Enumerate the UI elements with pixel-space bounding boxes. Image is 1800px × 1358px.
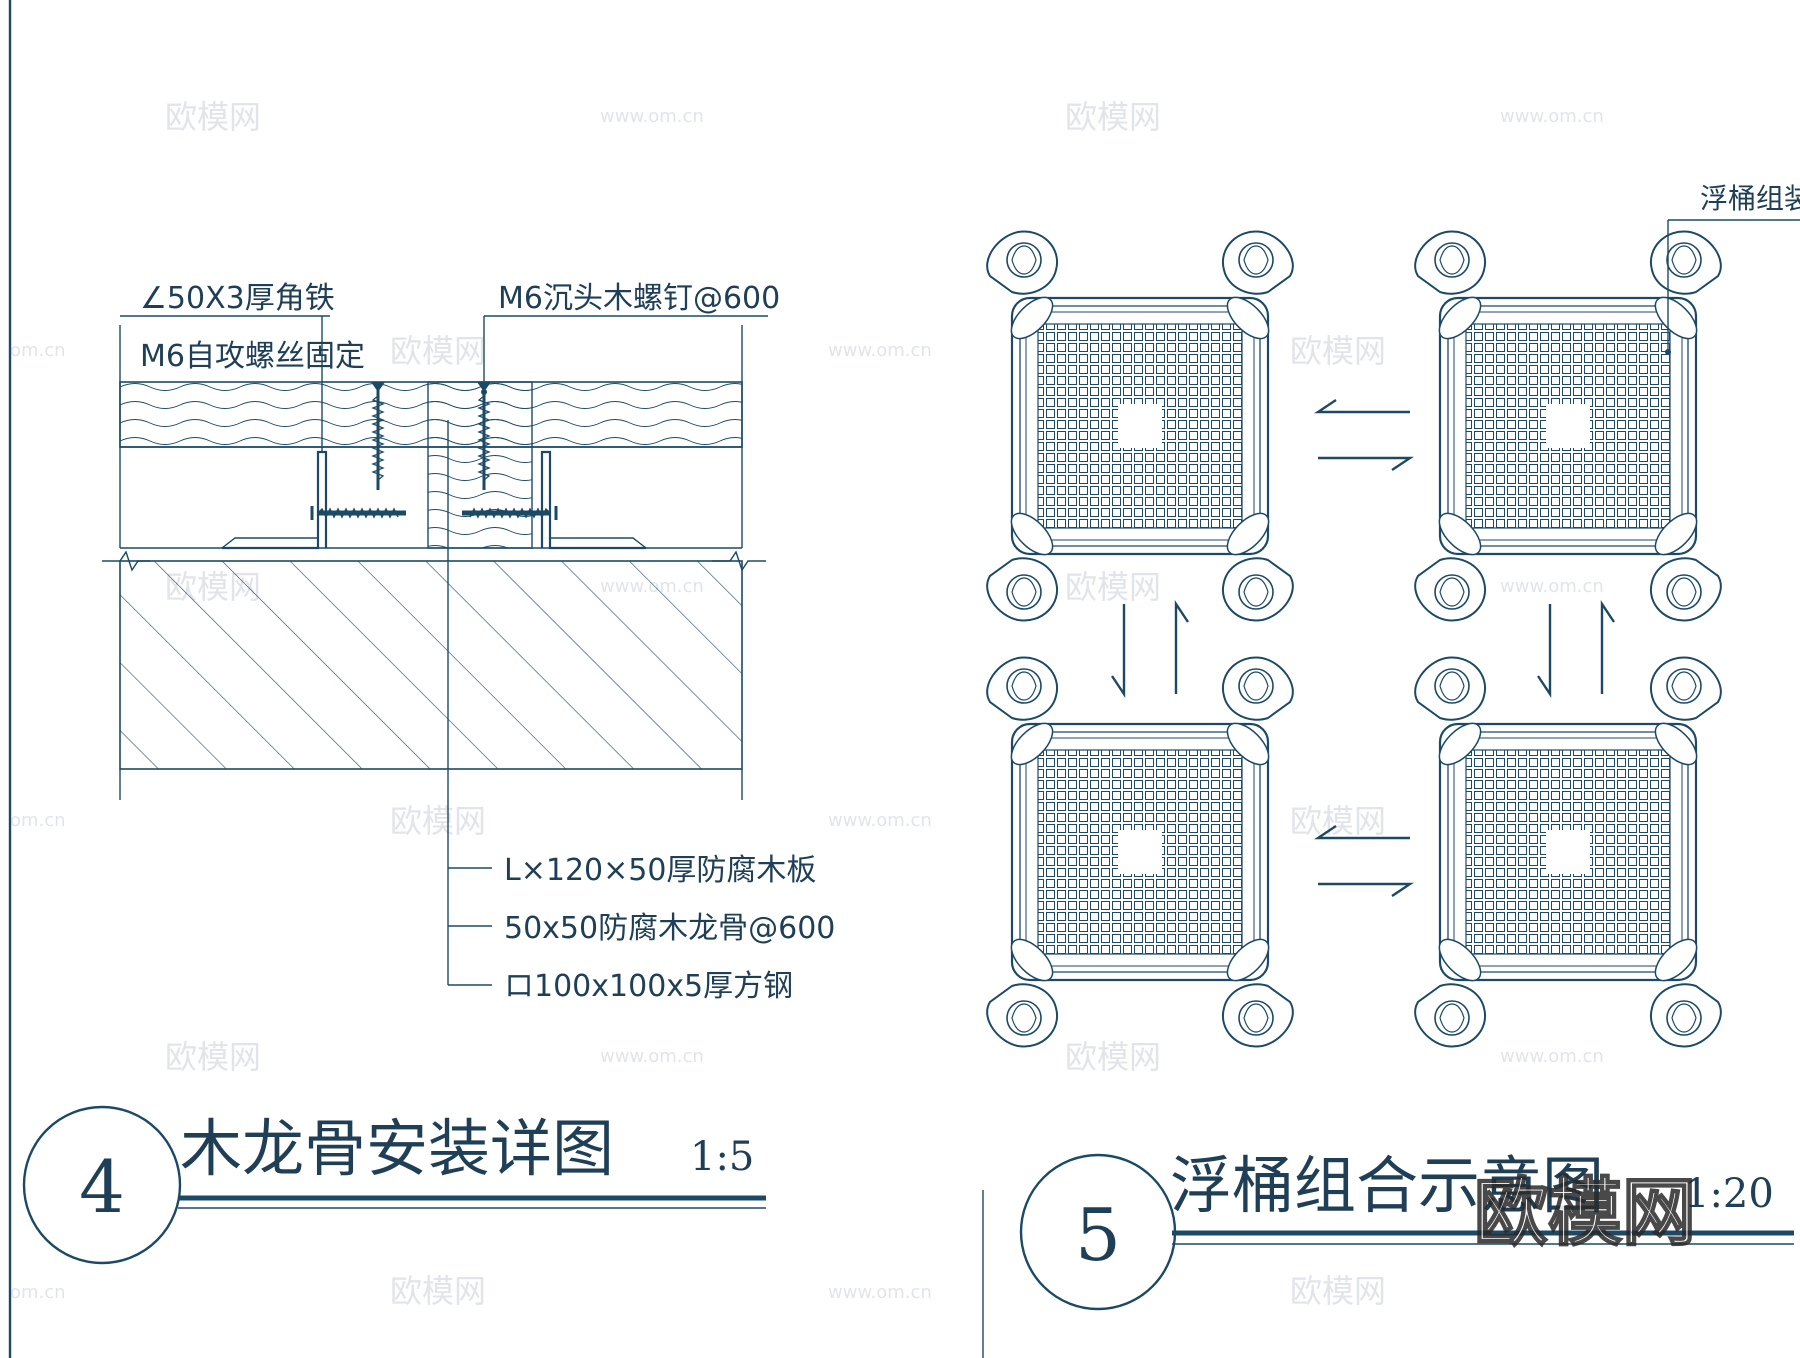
wm-url-6: www.om.cn bbox=[828, 810, 932, 831]
wm-url-9: www.om.cn bbox=[828, 1282, 932, 1303]
wm-logo-9: 欧模网 bbox=[165, 1038, 261, 1076]
label-countersunk-screw: M6沉头木螺钉@600 bbox=[498, 281, 780, 316]
label-float-marker: 浮桶组装标 bbox=[1700, 182, 1800, 215]
connect-arrows-left bbox=[1111, 600, 1189, 698]
wm-big-overlay: 欧模网 bbox=[1474, 1170, 1696, 1256]
angle-iron-left-flange bbox=[221, 537, 318, 549]
wm-url-2: www.om.cn bbox=[1500, 106, 1604, 127]
label-deck-board: L×120×50厚防腐木板 bbox=[504, 853, 816, 888]
detail-4-number-circle bbox=[22, 1105, 182, 1265]
connect-arrows-right bbox=[1537, 600, 1615, 698]
wm-logo-6: 欧模网 bbox=[1065, 568, 1161, 606]
wm-url-3: www.om.cn bbox=[828, 340, 932, 361]
angle-iron-right bbox=[540, 450, 646, 550]
detail-5-number: 5 bbox=[1075, 1193, 1121, 1277]
wm-logo-12: 欧模网 bbox=[1290, 1272, 1386, 1310]
detail-4-section: ∠50X3厚角铁 M6自攻螺丝固定 M6沉头木螺钉@600 L×120×50厚防… bbox=[22, 281, 835, 1265]
float-unit-bottom-left bbox=[987, 657, 1293, 1046]
detail-4-number: 4 bbox=[79, 1145, 125, 1229]
wm-url-short-2: om.cn bbox=[10, 810, 66, 831]
detail-4-title: 木龙骨安装详图 bbox=[180, 1112, 614, 1185]
wm-logo-11: 欧模网 bbox=[390, 1272, 486, 1310]
leader-marker-dot bbox=[1665, 349, 1671, 355]
angle-iron-left bbox=[222, 450, 328, 550]
wm-logo-10: 欧模网 bbox=[1065, 1038, 1161, 1076]
detail-5-float-layout: 浮桶组装标 5 浮桶组合示意图 1:20 bbox=[987, 182, 1800, 1311]
wm-url-7: www.om.cn bbox=[600, 1046, 704, 1067]
wm-logo-3: 欧模网 bbox=[390, 332, 486, 370]
detail-4-scale: 1:5 bbox=[690, 1134, 754, 1180]
wm-logo-8: 欧模网 bbox=[1290, 802, 1386, 840]
float-unit-bottom-right bbox=[1415, 657, 1721, 1046]
wm-logo-2: 欧模网 bbox=[1065, 98, 1161, 136]
float-unit-top-left bbox=[987, 231, 1293, 620]
leader-countersunk-dot bbox=[481, 389, 487, 395]
label-angle-iron: ∠50X3厚角铁 bbox=[140, 281, 335, 316]
float-unit-top-right bbox=[1415, 231, 1721, 620]
wm-logo-7: 欧模网 bbox=[390, 802, 486, 840]
wm-url-1: www.om.cn bbox=[600, 106, 704, 127]
angle-iron-right-flange bbox=[550, 537, 647, 549]
label-wood-keel: 50x50防腐木龙骨@600 bbox=[504, 911, 835, 946]
connect-arrows-top bbox=[1314, 399, 1414, 471]
connect-arrows-bottom bbox=[1314, 825, 1414, 897]
wm-logo-4: 欧模网 bbox=[1290, 332, 1386, 370]
label-self-tap-screw: M6自攻螺丝固定 bbox=[140, 339, 365, 374]
wm-logo-1: 欧模网 bbox=[165, 98, 261, 136]
label-steel-tube: ロ100x100x5厚方钢 bbox=[504, 969, 793, 1004]
detail-5-title: 浮桶组合示意图 bbox=[1170, 1149, 1604, 1222]
wm-url-short-3: om.cn bbox=[10, 1282, 66, 1303]
wm-url-8: www.om.cn bbox=[1500, 1046, 1604, 1067]
detail-5-scale: 1:20 bbox=[1684, 1171, 1774, 1217]
steel-square-tube bbox=[119, 560, 743, 770]
wm-url-5: www.om.cn bbox=[1500, 576, 1604, 597]
wm-url-short-1: om.cn bbox=[10, 340, 66, 361]
